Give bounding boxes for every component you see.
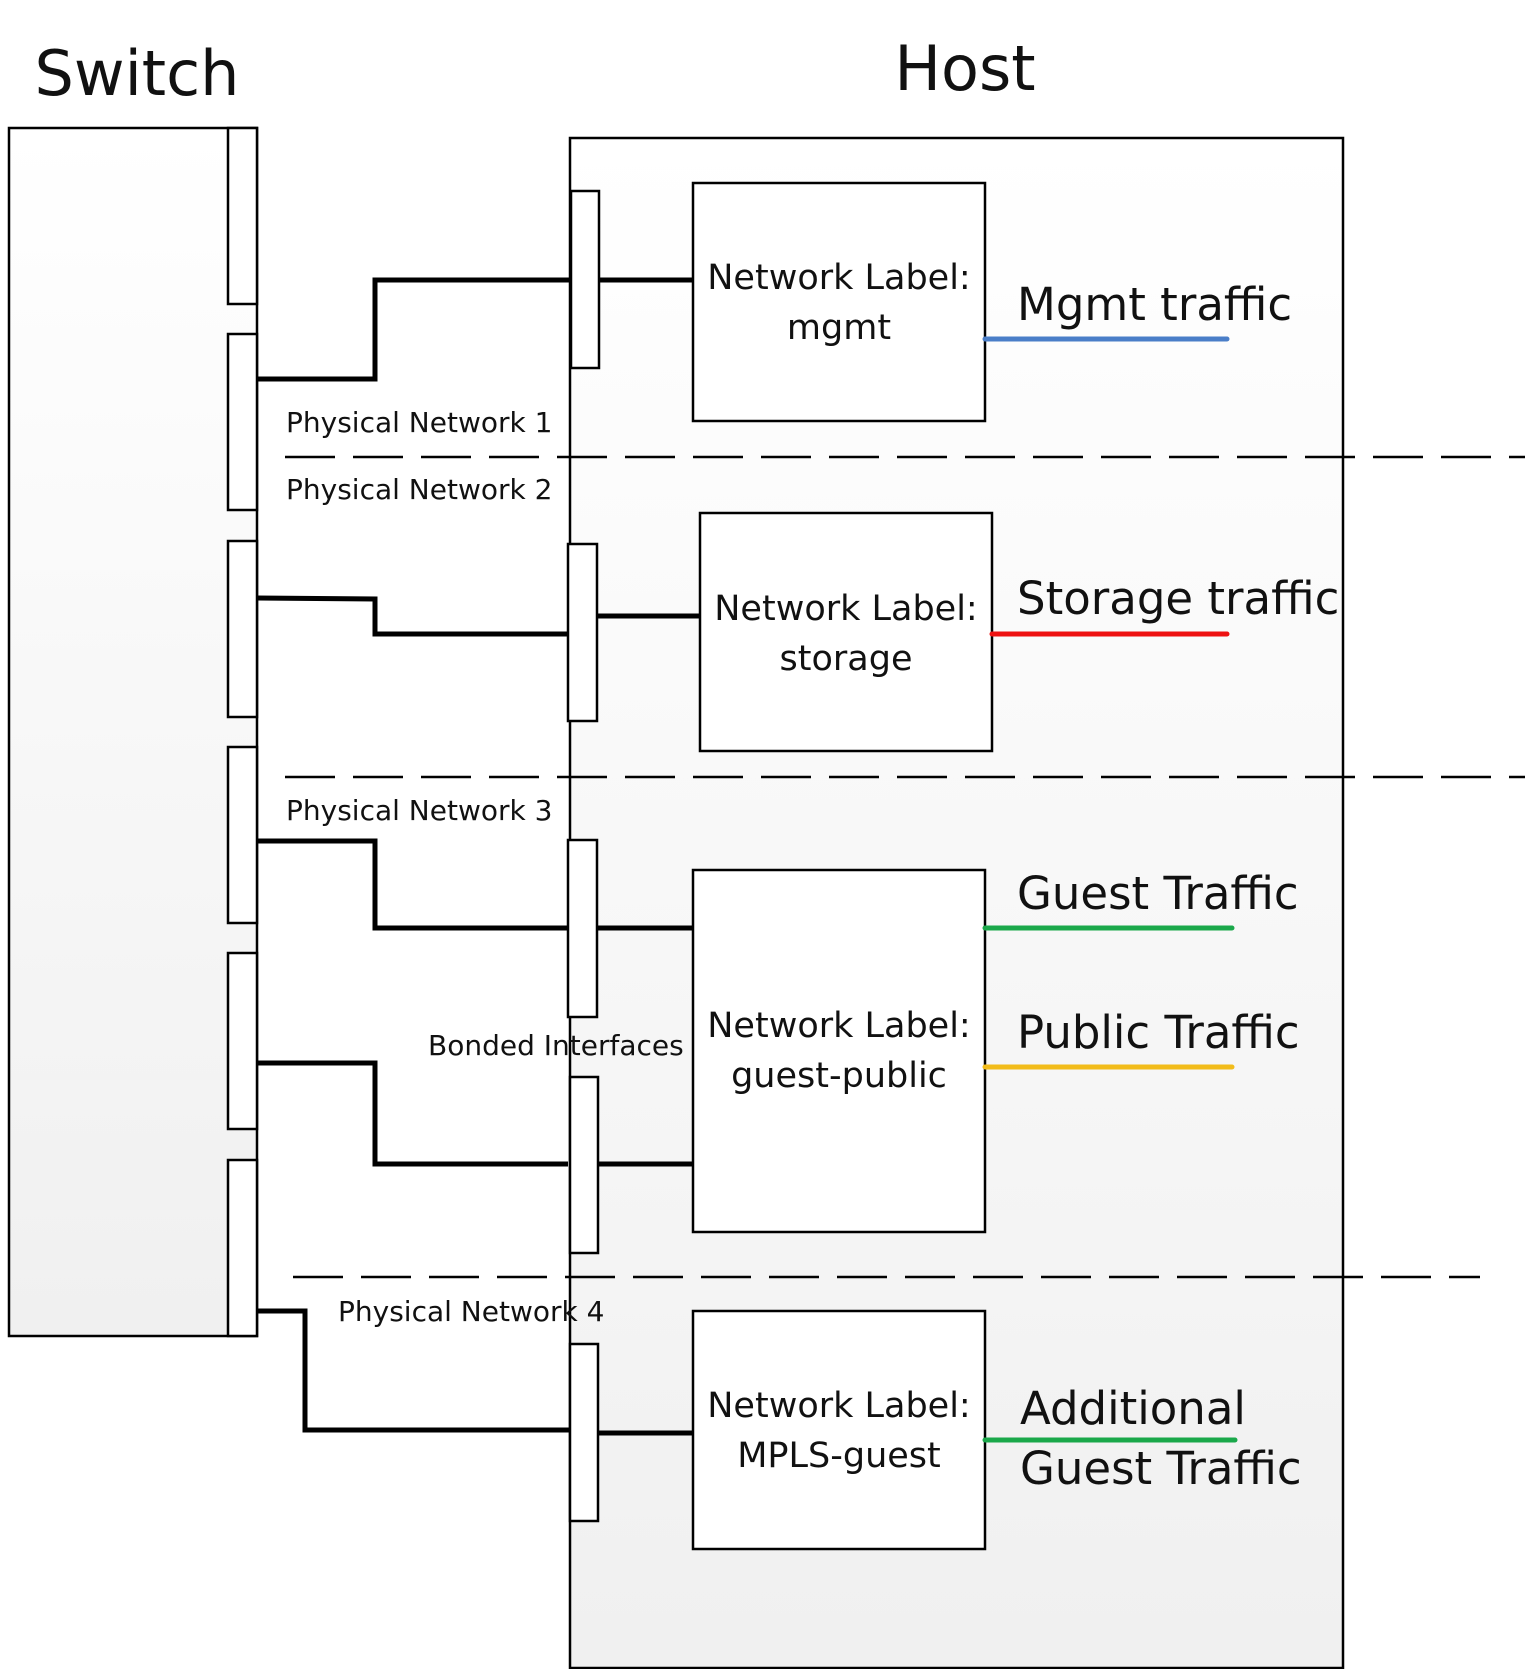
host-nic-2 — [566, 542, 599, 723]
wire-pn1 — [257, 277, 571, 382]
network-label-4-line1: Network Label: — [707, 1386, 970, 1426]
network-label-box-mpls-guest — [691, 1309, 987, 1551]
wire-pn2 — [256, 595, 568, 637]
network-label-1-line1: Network Label: — [707, 258, 970, 298]
network-label-box-guest-public — [691, 868, 987, 1234]
switch-body — [7, 126, 259, 1338]
traffic-label-additional-line1: Additional — [1020, 1382, 1246, 1435]
network-label-box-mgmt — [691, 181, 987, 423]
traffic-label-mgmt: Mgmt traffic — [1017, 278, 1292, 331]
switch-port-2 — [226, 332, 259, 512]
bonded-interfaces-label: Bonded Interfaces — [428, 1029, 684, 1062]
physical-network-4-label: Physical Network 4 — [338, 1295, 604, 1328]
wire-pn4 — [257, 1308, 570, 1433]
switch-port-3 — [226, 539, 259, 719]
physical-network-1-label: Physical Network 1 — [286, 406, 552, 439]
network-label-4-line2: MPLS-guest — [737, 1436, 941, 1476]
network-label-3-line2: guest-public — [731, 1056, 947, 1096]
switch-port-5 — [226, 951, 259, 1131]
physical-network-3-label: Physical Network 3 — [286, 794, 552, 827]
traffic-label-guest: Guest Traffic — [1017, 867, 1299, 920]
switch-port-1 — [226, 126, 259, 306]
traffic-label-public: Public Traffic — [1017, 1006, 1300, 1059]
host-title: Host — [894, 32, 1035, 105]
wire-pn3a — [257, 838, 568, 931]
network-label-3-line1: Network Label: — [707, 1006, 970, 1046]
switch-port-4 — [226, 745, 259, 925]
network-label-2-line2: storage — [780, 639, 913, 679]
host-nic-3 — [566, 838, 599, 1019]
network-label-1-line2: mgmt — [787, 308, 891, 348]
traffic-label-storage: Storage traffic — [1017, 572, 1339, 625]
network-label-box-storage — [698, 511, 994, 753]
switch-port-6 — [226, 1158, 259, 1338]
host-nic-4 — [568, 1075, 600, 1255]
switch-title: Switch — [35, 37, 240, 110]
traffic-label-additional-line2: Guest Traffic — [1020, 1442, 1302, 1495]
host-nic-1 — [569, 189, 601, 370]
network-label-2-line1: Network Label: — [714, 589, 977, 629]
host-nic-5 — [568, 1342, 600, 1523]
wire-pn3b — [257, 1060, 568, 1167]
physical-network-2-label: Physical Network 2 — [286, 473, 552, 506]
